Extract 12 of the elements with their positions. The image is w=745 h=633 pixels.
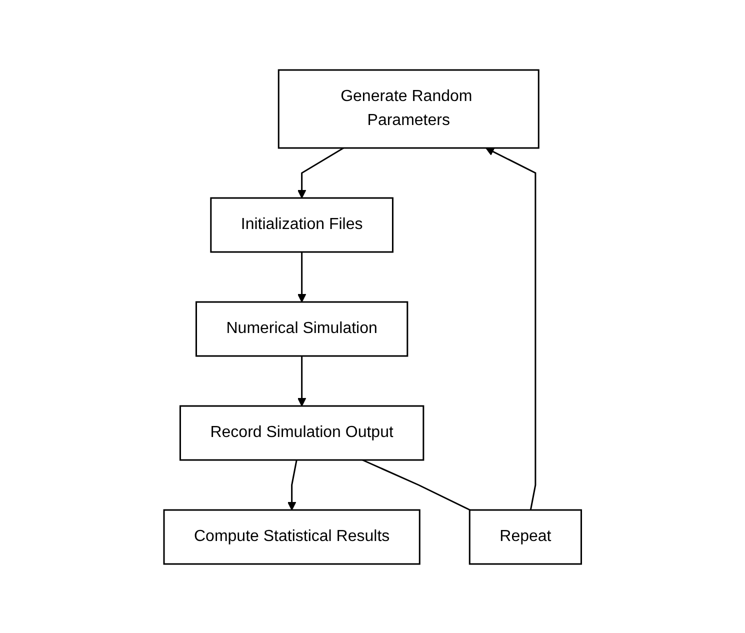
arrow — [297, 252, 306, 302]
connector — [362, 458, 470, 510]
node-box: Numerical Simulation — [195, 300, 408, 356]
node-box: Generate Random Parameters — [278, 68, 540, 148]
arrow — [485, 147, 536, 510]
node-box: Compute Statistical Results — [163, 508, 420, 564]
arrow — [297, 356, 306, 406]
node-box: Repeat — [468, 508, 582, 564]
node-box: Initialization Files — [210, 196, 394, 252]
node-box: Record Simulation Output — [179, 404, 424, 460]
arrow — [297, 146, 344, 198]
arrow — [287, 459, 298, 510]
